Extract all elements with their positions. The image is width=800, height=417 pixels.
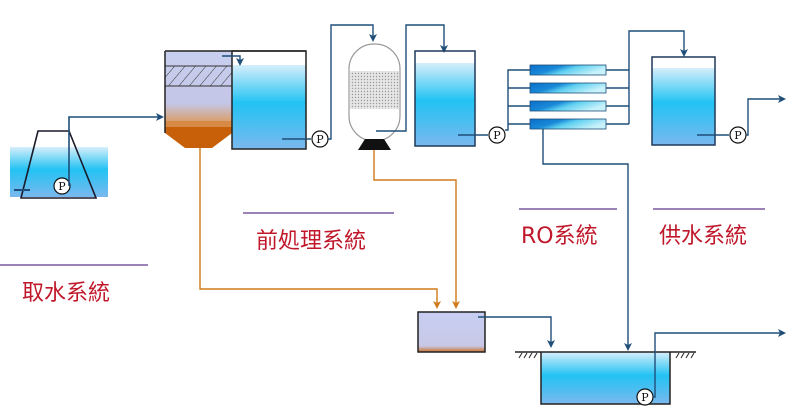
discharge-pool: P	[515, 329, 786, 406]
section-label-pretreatment: 前処理系統	[256, 229, 366, 254]
filter-base	[358, 139, 391, 150]
pump-icon: P	[311, 130, 329, 148]
ro-membrane	[529, 82, 607, 94]
intake-well	[19, 130, 98, 199]
section-label-supply: 供水系統	[659, 224, 747, 249]
ground-hatch	[518, 352, 695, 359]
section-label-intake: 取水系統	[22, 281, 110, 306]
backwash-pipe	[373, 150, 460, 309]
pump-icon: P	[729, 126, 747, 144]
filtered-water-pipe	[376, 24, 448, 132]
pressure-filter	[348, 24, 460, 309]
svg-text:P: P	[493, 129, 501, 142]
ro-membrane	[529, 100, 607, 112]
supply-outlet-pipe	[746, 95, 786, 136]
pump-icon: P	[636, 388, 654, 406]
overflow-pipe	[222, 55, 244, 66]
sedimentation-tank	[164, 50, 306, 148]
ro-membrane	[529, 118, 607, 130]
svg-text:P: P	[58, 180, 66, 193]
intake-system: P	[10, 113, 164, 199]
svg-text:P: P	[316, 133, 324, 146]
discharge-outlet-pipe	[653, 329, 786, 398]
sludge-tank	[417, 311, 555, 353]
filter-media	[350, 71, 399, 109]
ro-membrane	[529, 64, 607, 76]
inclined-plates	[164, 65, 233, 87]
section-label-ro: RO系統	[521, 224, 598, 249]
concentrate-pipe	[542, 129, 632, 351]
supply-tank: P	[651, 56, 786, 146]
svg-text:P: P	[734, 129, 742, 142]
permeate-pipe	[628, 30, 688, 124]
sludge-hopper	[165, 121, 232, 148]
pump-icon: P	[488, 126, 506, 144]
clear-water-tank-1: P	[222, 24, 377, 150]
raw-water-pipe	[68, 113, 164, 186]
pump-icon: P	[53, 177, 71, 195]
sludge-pipe	[199, 148, 441, 309]
supernatant-pipe	[478, 316, 555, 348]
ro-system	[505, 30, 688, 351]
svg-text:P: P	[641, 391, 649, 404]
filter-feed-pipe	[328, 24, 377, 140]
clear-water-tank-2: P	[414, 50, 506, 147]
